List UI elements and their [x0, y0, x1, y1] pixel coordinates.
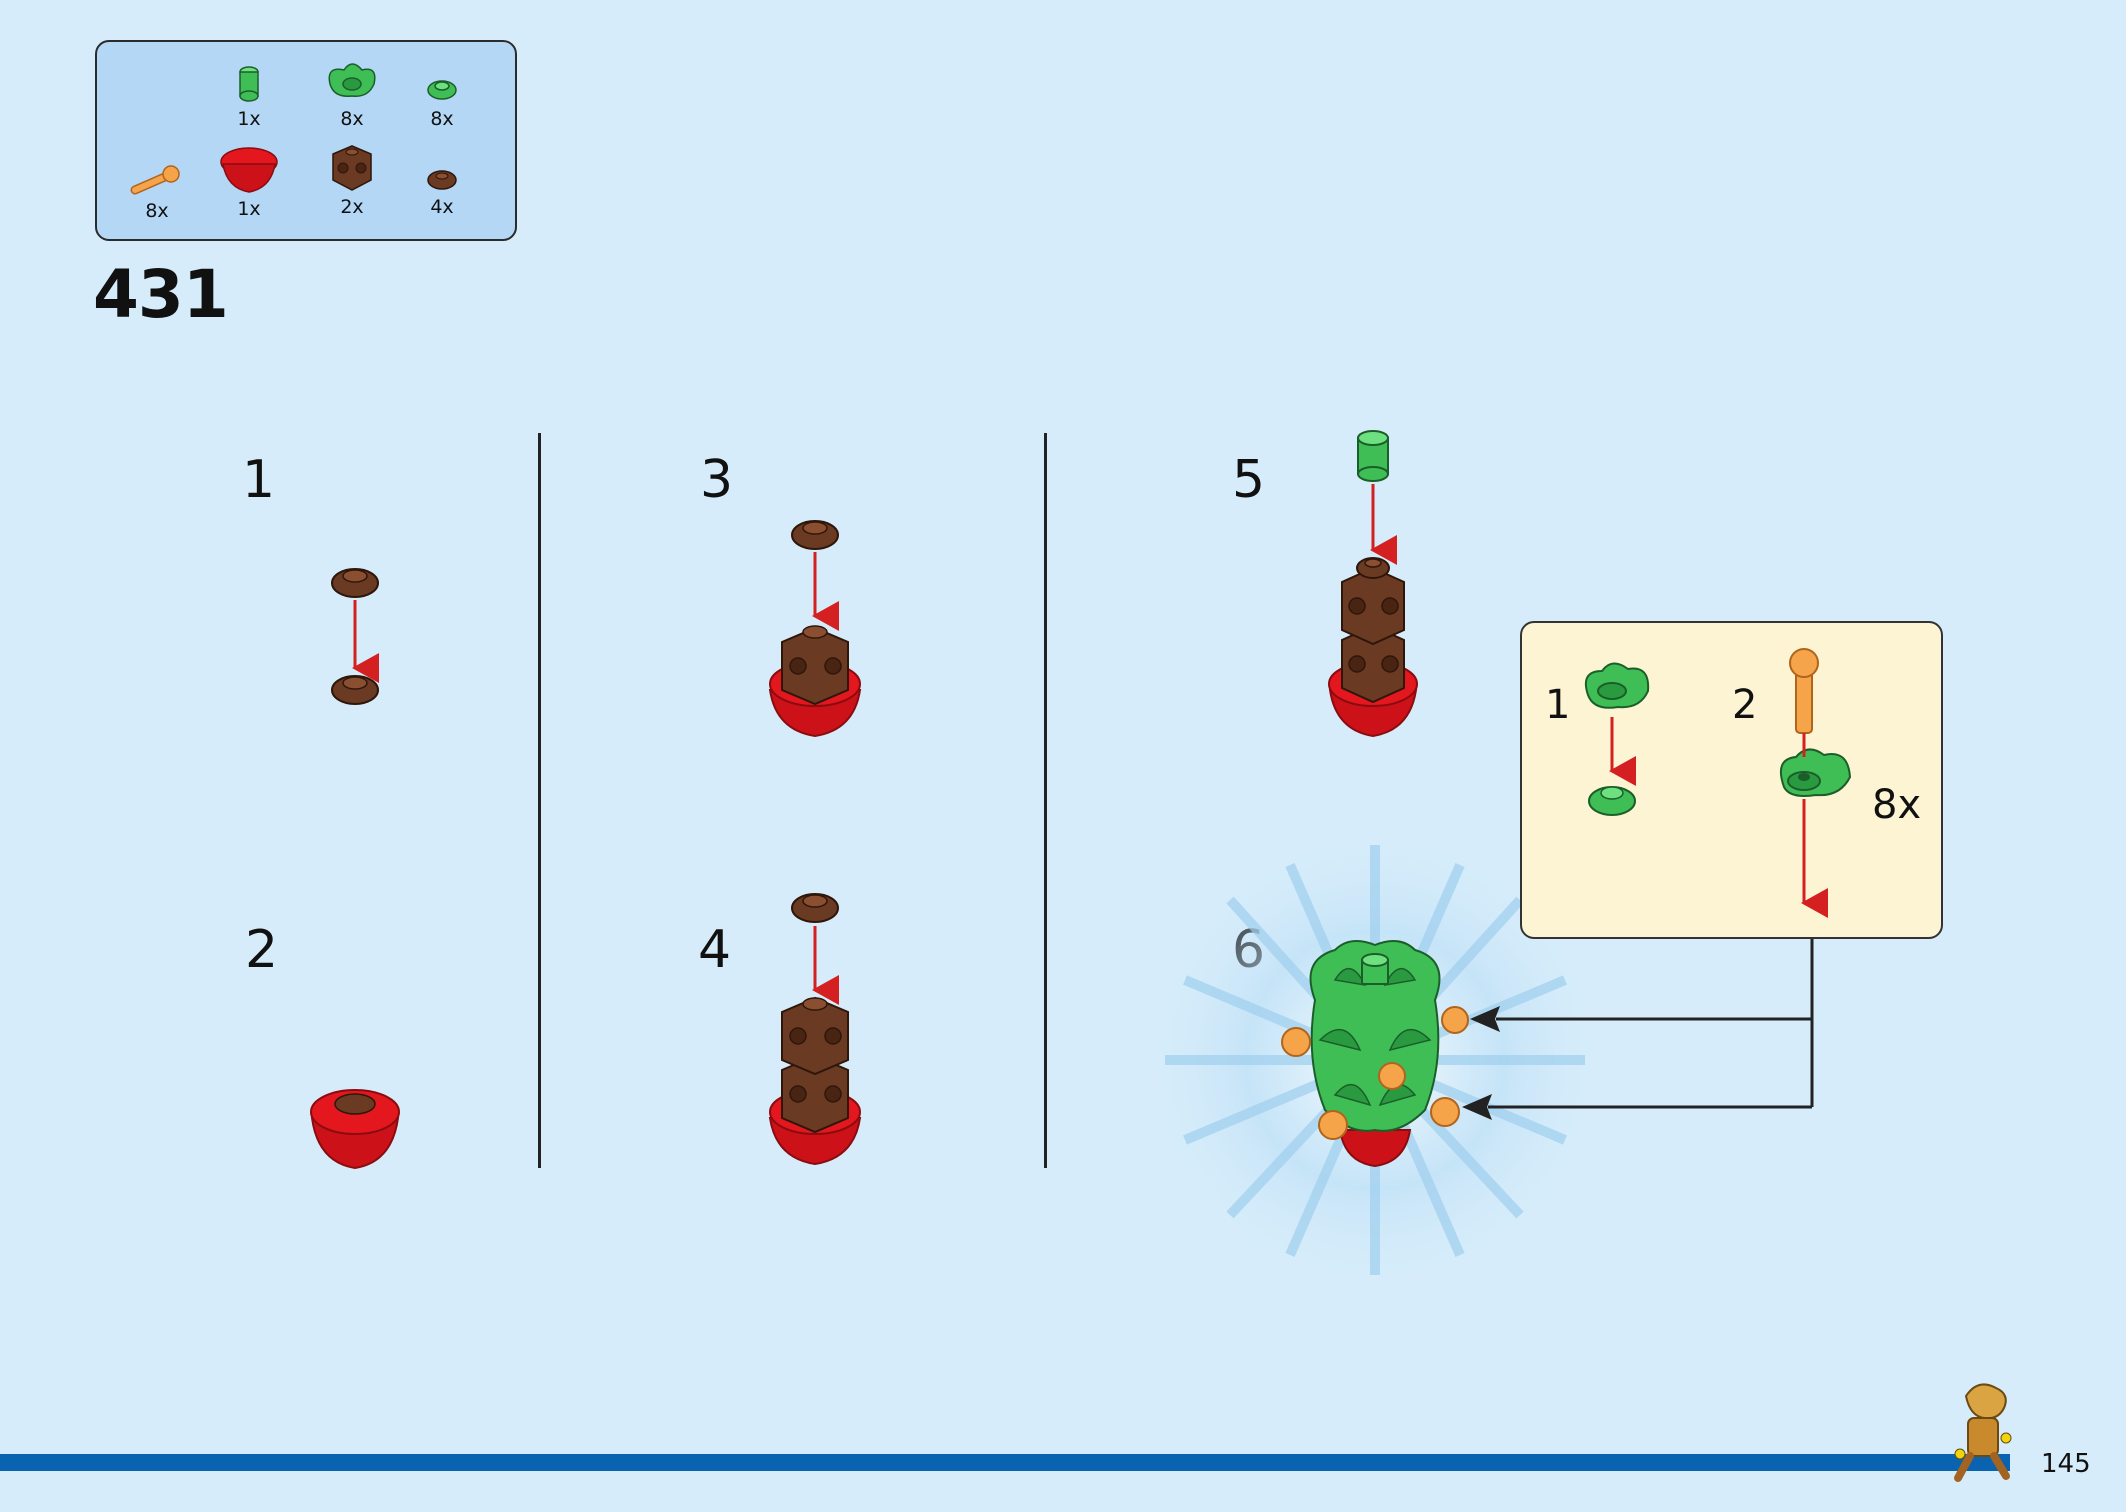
part-qty: 4x: [430, 196, 454, 218]
part-green-leaves: 8x: [312, 56, 392, 130]
step-2-illustration: [310, 1089, 400, 1170]
part-qty: 2x: [340, 196, 364, 218]
step-1-illustration: [331, 568, 379, 705]
part-orange-bar: 8x: [117, 160, 197, 222]
dragon-mascot-icon: [1954, 1383, 2012, 1482]
step-3-illustration: [768, 520, 862, 738]
part-qty: 1x: [237, 198, 261, 220]
step-5-illustration: [1328, 430, 1418, 738]
sub-step-1: 1: [242, 450, 276, 510]
brown-brick-icon: [332, 145, 372, 191]
part-qty: 8x: [145, 200, 169, 222]
arrow-head-icon: [1470, 1006, 1500, 1032]
column-divider: [538, 433, 541, 1168]
step-6-illustration: [1140, 825, 1610, 1295]
callout-1-illustration: [1584, 662, 1650, 816]
brown-round-plate-icon: [427, 170, 457, 190]
page-number: 145: [2041, 1449, 2091, 1479]
step-4-illustration: [768, 893, 862, 1166]
part-brown-round-plate: 4x: [402, 164, 482, 218]
part-qty: 8x: [430, 108, 454, 130]
sub-step-4: 4: [698, 920, 732, 980]
part-red-dome: 1x: [209, 142, 289, 220]
sub-step-5: 5: [1232, 450, 1266, 510]
green-round-plate-icon: [427, 80, 457, 100]
arrow-head-icon: [1462, 1094, 1492, 1120]
sub-step-3: 3: [700, 450, 734, 510]
column-divider: [1044, 433, 1047, 1168]
callout-step-2: 2: [1732, 682, 1758, 728]
part-green-round-brick: 1x: [209, 62, 289, 130]
orange-bar-icon: [130, 165, 180, 195]
callout-illustrations: [1584, 648, 1852, 918]
parts-list-box: 1x 8x 8x 8x 1x: [95, 40, 517, 241]
part-qty: 8x: [340, 108, 364, 130]
green-leaves-icon: [328, 63, 376, 97]
callout-connector: [1488, 939, 1814, 1109]
page-footer-bar: [0, 1454, 2010, 1471]
step-number: 431: [93, 256, 229, 333]
callout-multiplier: 8x: [1872, 782, 1922, 828]
part-brown-brick: 2x: [312, 140, 392, 218]
part-green-round-plate: 8x: [402, 68, 482, 130]
part-qty: 1x: [237, 108, 261, 130]
callout-2-illustration: [1780, 648, 1852, 918]
sub-step-2: 2: [245, 920, 279, 980]
callout-step-1: 1: [1545, 682, 1571, 728]
green-round-brick-icon: [239, 66, 259, 102]
red-dome-icon: [220, 147, 278, 193]
